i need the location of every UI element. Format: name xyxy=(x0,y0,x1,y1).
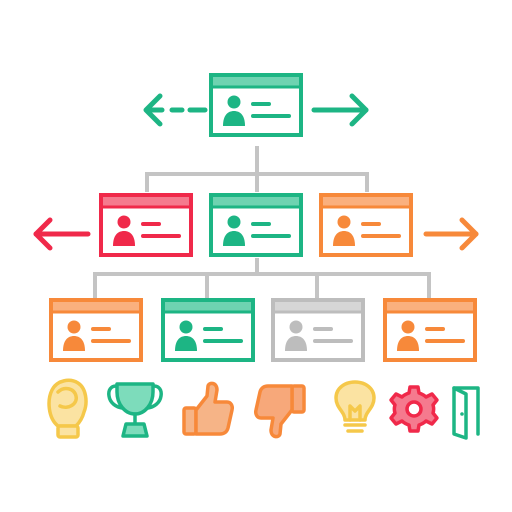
card-text-lines xyxy=(141,222,181,238)
card-text-lines xyxy=(425,327,465,343)
door-icon xyxy=(452,386,480,440)
card-text-lines xyxy=(361,222,401,238)
card-text-lines xyxy=(251,102,291,118)
gear-icon xyxy=(389,385,439,433)
profile-card-level2-1 xyxy=(99,193,193,257)
connectors xyxy=(93,146,431,298)
arrow-level2-left xyxy=(33,217,91,251)
avatar-icon xyxy=(113,215,135,246)
icon-row xyxy=(47,378,480,440)
boxing-glove-icon xyxy=(47,378,88,439)
lightbulb-icon xyxy=(334,380,376,433)
trophy-icon xyxy=(107,382,163,438)
thumbs-up-icon xyxy=(182,381,234,436)
card-text-lines xyxy=(91,327,131,343)
profile-card-level3-2 xyxy=(161,298,255,362)
profile-card-root xyxy=(209,73,303,137)
avatar-icon xyxy=(223,95,245,126)
card-text-lines xyxy=(313,327,353,343)
card-text-lines xyxy=(203,327,243,343)
arrow-root-left xyxy=(143,93,208,127)
avatar-icon xyxy=(175,320,197,351)
profile-card-level2-2 xyxy=(209,193,303,257)
avatar-icon xyxy=(397,320,419,351)
thumbs-down-icon xyxy=(254,384,306,439)
arrow-root-right xyxy=(311,93,369,127)
profile-card-level3-1 xyxy=(49,298,143,362)
profile-card-level3-4 xyxy=(383,298,477,362)
avatar-icon xyxy=(63,320,85,351)
avatar-icon xyxy=(333,215,355,246)
arrow-level2-right xyxy=(423,217,479,251)
avatar-icon xyxy=(285,320,307,351)
avatar-icon xyxy=(223,215,245,246)
card-text-lines xyxy=(251,222,291,238)
profile-card-level3-3 xyxy=(271,298,365,362)
profile-cards xyxy=(49,73,477,362)
profile-card-level2-3 xyxy=(319,193,413,257)
